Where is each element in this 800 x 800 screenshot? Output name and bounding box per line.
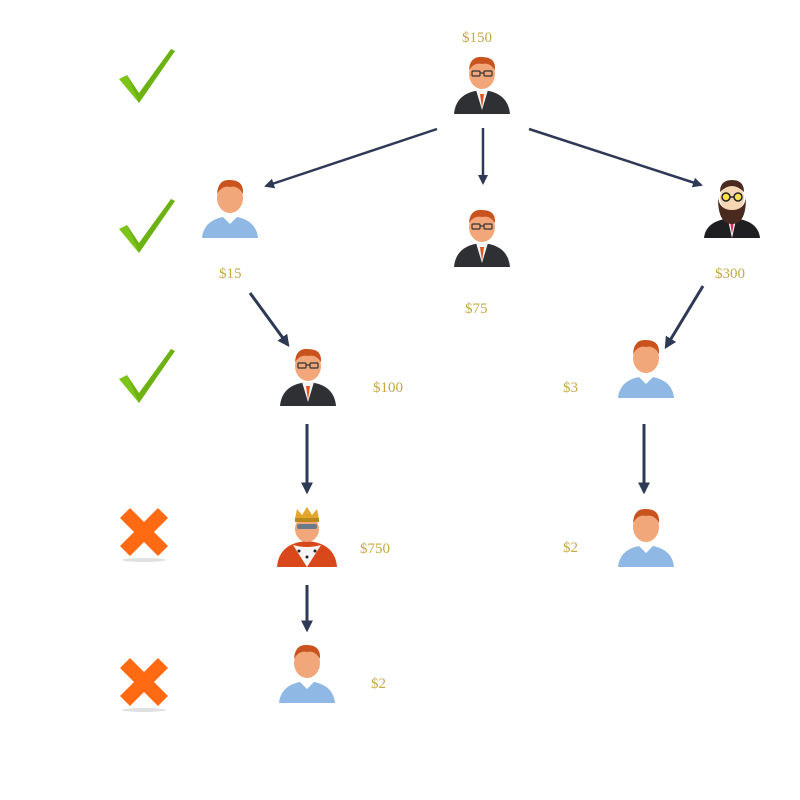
king-icon: [275, 505, 339, 569]
amount-label-middle: $75: [465, 301, 488, 317]
checkmark-icon: [113, 345, 177, 409]
casual-man-icon: [614, 336, 678, 400]
cross-icon: [112, 500, 176, 564]
casual-man-icon: [275, 641, 339, 705]
arrow-right-to-right-child: [664, 285, 705, 350]
businessman-icon: [276, 344, 340, 408]
amount-label-left-grandchild: $750: [360, 541, 390, 557]
businessman-icon: [450, 205, 514, 269]
casual-man-icon: [198, 176, 262, 240]
arrow-root-to-right: [528, 127, 703, 188]
amount-label-left: $15: [219, 266, 242, 282]
amount-label-left-child: $100: [373, 380, 403, 396]
cross-icon: [112, 650, 176, 714]
bearded-hipster-icon: [700, 176, 764, 240]
businessman-icon: [450, 52, 514, 116]
arrow-root-to-left: [264, 127, 438, 189]
checkmark-icon: [113, 45, 177, 109]
amount-label-left-great-grandchild: $2: [371, 676, 386, 692]
amount-label-right: $300: [715, 266, 745, 282]
checkmark-icon: [113, 195, 177, 259]
arrow-left-to-left-child: [248, 292, 290, 347]
casual-man-icon: [614, 505, 678, 569]
amount-label-right-child: $3: [563, 380, 578, 396]
amount-label-root: $150: [462, 30, 492, 46]
amount-label-right-grandchild: $2: [563, 540, 578, 556]
